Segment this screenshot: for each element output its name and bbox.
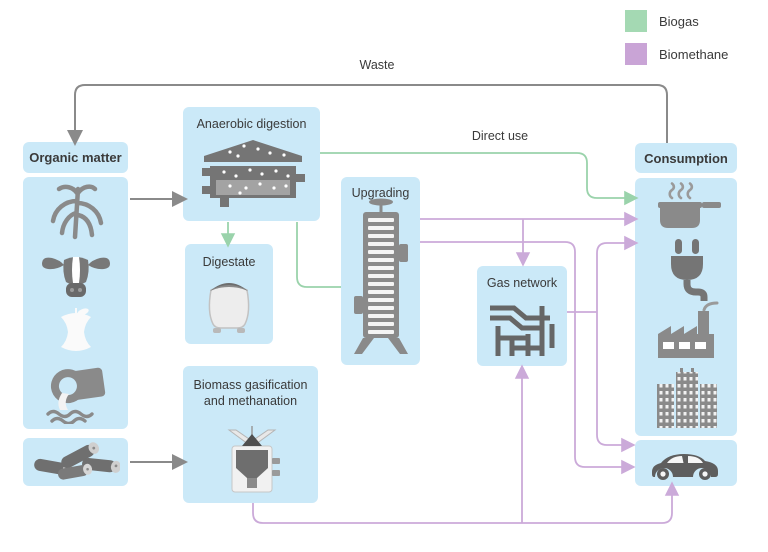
consumption-header: Consumption xyxy=(635,143,737,173)
cow-icon xyxy=(42,257,110,297)
factory-icon xyxy=(658,301,719,358)
waste-label: Waste xyxy=(359,58,395,72)
edge-anaerobic-to-upgrading xyxy=(296,222,341,288)
digestate-title: Digestate xyxy=(202,255,256,269)
pipeline-network-icon xyxy=(490,305,555,356)
legend-item-biogas: Biogas xyxy=(625,10,699,32)
wood-logs-icon xyxy=(34,442,120,480)
biomass-gasification-title-line2: and methanation xyxy=(203,394,298,408)
biomethane-swatch-icon xyxy=(625,43,647,65)
car-icon xyxy=(652,454,718,480)
edge-waste-consumption-to-organic xyxy=(67,84,668,146)
upgrading-column-icon xyxy=(354,198,408,354)
city-buildings-icon xyxy=(657,368,717,428)
corn-plant-icon xyxy=(50,184,104,240)
gasifier-icon xyxy=(227,426,280,493)
organic-matter-header: Organic matter xyxy=(23,142,128,173)
biomethane-legend-label: Biomethane xyxy=(659,46,729,62)
anaerobic-digestion-title: Anaerobic digestion xyxy=(196,117,307,131)
edge-gas-network-to-consumption xyxy=(596,235,639,312)
digester-icon xyxy=(202,140,305,207)
direct-use-label: Direct use xyxy=(471,129,529,143)
edge-gas-network-to-transport xyxy=(596,312,636,453)
wastewater-pipe-icon xyxy=(46,367,106,424)
consumption-title: Consumption xyxy=(644,150,728,166)
gas-network-title: Gas network xyxy=(486,276,558,290)
cooking-pot-icon xyxy=(658,182,721,228)
organic-matter-title: Organic matter xyxy=(29,150,122,165)
digestate-container-icon xyxy=(208,283,250,333)
apple-core-icon xyxy=(61,308,91,351)
biomass-gasification-title-line1: Biomass gasification xyxy=(193,378,308,392)
biogas-swatch-icon xyxy=(625,10,647,32)
electric-plug-icon xyxy=(671,239,708,301)
biogas-legend-label: Biogas xyxy=(659,13,699,29)
legend-item-biomethane: Biomethane xyxy=(625,43,728,65)
